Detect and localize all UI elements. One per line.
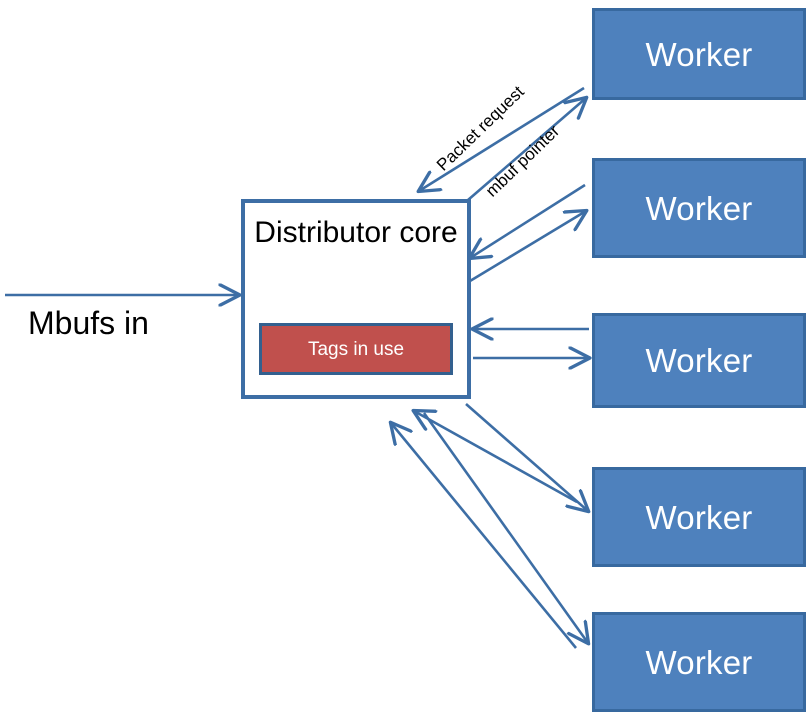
distributor-core-title: Distributor core <box>254 216 458 249</box>
arrow-w1-packet-request <box>419 86 585 191</box>
arrow-w2-mbuf-pointer <box>469 211 586 283</box>
tags-in-use-box: Tags in use <box>259 323 453 375</box>
worker-label-1: Worker <box>645 35 753 73</box>
arrow-w5-packet-request <box>391 423 578 649</box>
worker-box-2: Worker <box>592 158 806 258</box>
tags-in-use-label: Tags in use <box>307 338 405 360</box>
arrow-w5-mbuf-pointer <box>422 412 588 643</box>
arrow-w4-mbuf-pointer <box>465 403 588 511</box>
worker-box-4: Worker <box>592 467 806 567</box>
arrow-w1-mbuf-pointer <box>467 98 586 201</box>
worker-box-3: Worker <box>592 313 806 408</box>
worker-box-1: Worker <box>592 8 806 100</box>
worker-label-5: Worker <box>645 643 753 681</box>
mbufs-in-label: Mbufs in <box>28 305 149 341</box>
worker-label-3: Worker <box>645 342 753 379</box>
arrow-w4-packet-request <box>414 411 578 504</box>
worker-label-2: Worker <box>645 189 753 227</box>
arrow-w2-packet-request <box>470 183 586 258</box>
worker-box-5: Worker <box>592 612 806 712</box>
distributor-core-box: Distributor core Tags in use <box>241 199 471 399</box>
worker-label-4: Worker <box>645 498 753 536</box>
